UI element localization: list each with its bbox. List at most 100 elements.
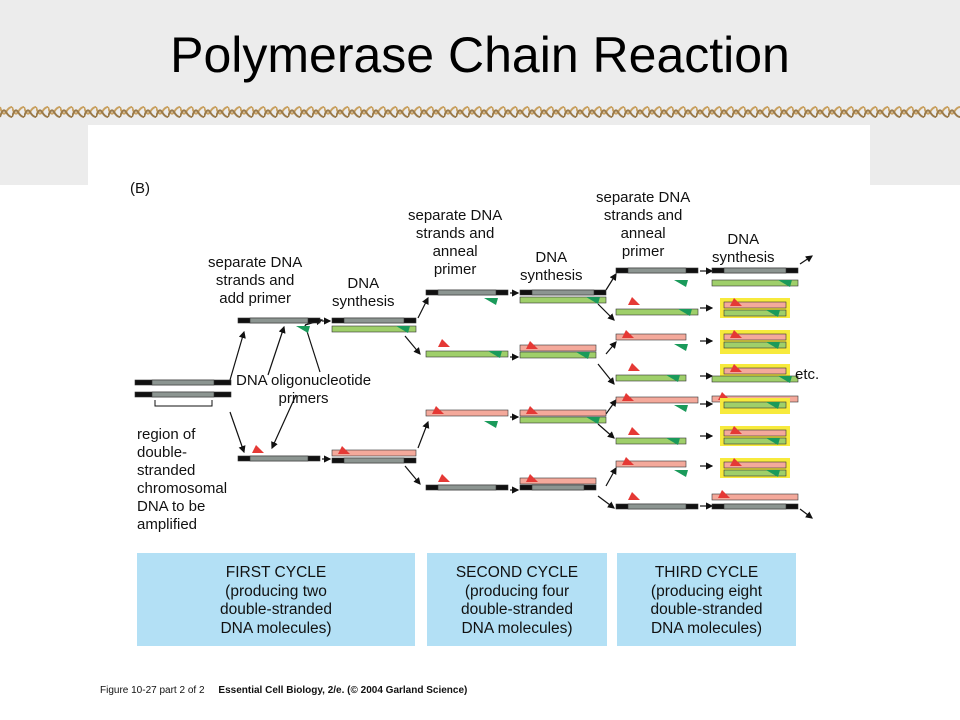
new-strand-green — [519, 351, 597, 359]
step-label-separate-anneal-3: separate DNA strands and anneal primer — [596, 189, 691, 260]
new-strand-red — [723, 367, 787, 375]
red-primer — [622, 330, 634, 338]
template-strand-core — [249, 455, 309, 462]
green-primer — [678, 309, 692, 316]
cycle-box-first: FIRST CYCLE (producing two double-strand… — [137, 553, 415, 646]
template-strand-core — [343, 317, 405, 324]
red-primer — [432, 406, 444, 414]
new-strand-green — [331, 325, 417, 333]
new-strand-red — [425, 409, 509, 417]
green-primer — [674, 344, 688, 351]
green-primer — [674, 470, 688, 477]
green-primer — [766, 402, 780, 409]
chromosome-strand-core — [151, 379, 215, 386]
green-primer — [766, 310, 780, 317]
red-primer — [628, 492, 640, 500]
branch-arrow — [229, 330, 246, 381]
branch-arrow — [417, 296, 429, 319]
red-primer — [622, 457, 634, 465]
branch-arrow — [597, 363, 615, 385]
red-primer — [730, 330, 742, 338]
region-bracket — [154, 400, 213, 407]
template-strand-core — [627, 503, 687, 510]
red-primer — [730, 426, 742, 434]
new-strand-red — [519, 477, 597, 485]
template-strand-core — [343, 457, 405, 464]
new-strand-red — [723, 429, 787, 437]
template-strand-core — [531, 484, 585, 491]
new-strand-red — [723, 461, 787, 469]
primer-pointer — [304, 324, 321, 373]
red-primer — [526, 474, 538, 482]
branch-arrow — [404, 335, 421, 355]
green-primer — [296, 326, 310, 333]
step-label-synthesis-2: DNA synthesis — [520, 249, 583, 284]
red-primer — [438, 474, 450, 482]
red-primer — [338, 446, 350, 454]
template-strand-core — [531, 289, 595, 296]
new-strand-red — [723, 333, 787, 341]
green-primer — [666, 438, 680, 445]
new-strand-green — [723, 309, 787, 317]
new-strand-red — [331, 449, 417, 457]
green-primer — [666, 375, 680, 382]
branch-arrow — [597, 303, 615, 321]
branch-arrow — [605, 341, 617, 355]
red-primer — [718, 490, 730, 498]
new-strand-green — [723, 401, 787, 409]
primer-pointer — [271, 394, 297, 450]
green-primer — [674, 280, 688, 287]
continue-arrow — [799, 255, 813, 265]
green-primer — [586, 297, 600, 304]
red-primer — [628, 363, 640, 371]
red-primer — [526, 406, 538, 414]
figure-caption: Figure 10-27 part 2 of 2 Essential Cell … — [100, 685, 468, 696]
cycle-box-third: THIRD CYCLE (producing eight double-stra… — [617, 553, 796, 646]
new-strand-green — [519, 416, 607, 424]
branch-arrow — [605, 466, 617, 487]
primer-pointer — [267, 325, 286, 376]
green-primer — [488, 351, 502, 358]
red-primer — [730, 458, 742, 466]
new-strand-green — [711, 375, 799, 383]
red-primer — [438, 339, 450, 347]
primer-label: DNA oligonucleotide primers — [236, 372, 372, 407]
new-strand-green — [425, 350, 509, 358]
green-primer — [778, 376, 792, 383]
new-strand-green — [519, 296, 607, 304]
red-primer — [628, 427, 640, 435]
new-strand-red — [519, 344, 597, 352]
new-strand-green — [723, 437, 787, 445]
panel-label: (B) — [130, 180, 150, 197]
template-strand-core — [723, 503, 787, 510]
dna-helix-divider — [0, 104, 960, 120]
branch-arrow — [605, 272, 617, 291]
new-strand-red — [711, 493, 799, 501]
new-strand-green — [615, 374, 687, 382]
new-strand-red — [519, 409, 607, 417]
branch-arrow — [597, 423, 615, 439]
green-primer — [766, 342, 780, 349]
red-primer — [628, 297, 640, 305]
branch-arrow — [597, 495, 615, 509]
red-primer — [730, 298, 742, 306]
branch-arrow — [417, 420, 430, 449]
red-primer — [730, 364, 742, 372]
green-primer — [674, 405, 688, 412]
region-label: region of double- stranded chromosomal D… — [137, 426, 228, 533]
new-strand-red — [615, 396, 699, 404]
step-label-separate-anneal-2: separate DNA strands and anneal primer — [408, 207, 503, 278]
template-strand-core — [249, 317, 309, 324]
red-primer — [252, 445, 264, 453]
branch-arrow — [404, 465, 421, 485]
green-primer — [484, 421, 498, 428]
new-strand-green — [615, 308, 699, 316]
step-label-separate-add: separate DNA strands and add primer — [208, 254, 303, 307]
new-strand-green — [723, 469, 787, 477]
template-strand-core — [627, 267, 687, 274]
chromosome-strand-core — [151, 391, 215, 398]
green-primer — [576, 352, 590, 359]
template-strand-core — [723, 267, 787, 274]
step-label-synthesis-3: DNA synthesis — [712, 231, 775, 266]
new-strand-red — [615, 333, 687, 341]
